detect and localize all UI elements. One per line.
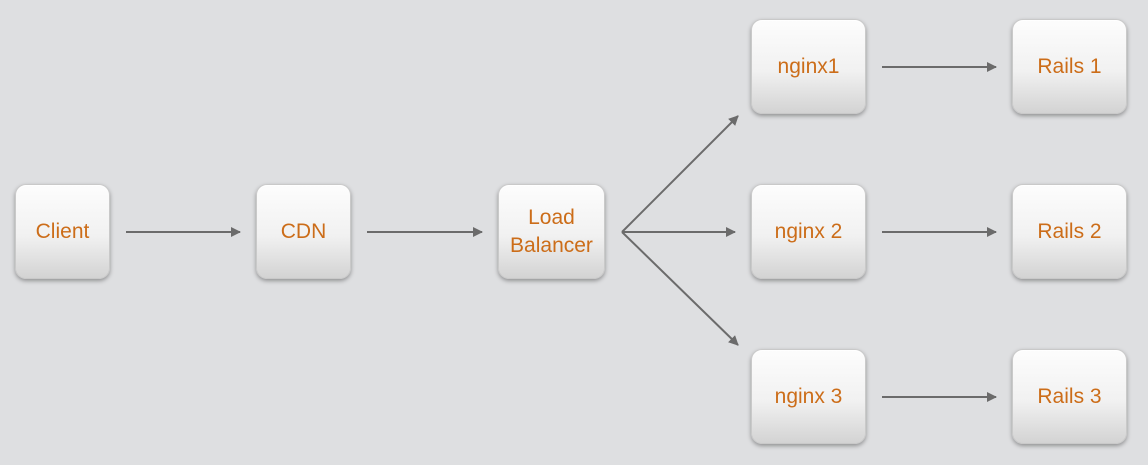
node-nginx1: nginx1 xyxy=(751,19,866,114)
node-load-balancer: Load Balancer xyxy=(498,184,605,279)
node-nginx3-label: nginx 3 xyxy=(774,384,843,408)
arrow-load-balancer-to-nginx1 xyxy=(621,115,739,233)
arrow-load-balancer-to-nginx3 xyxy=(621,231,739,346)
node-load-balancer-label: Load Balancer xyxy=(510,205,593,257)
node-client-label: Client xyxy=(35,219,90,243)
node-rails2: Rails 2 xyxy=(1012,184,1127,279)
node-client: Client xyxy=(15,184,110,279)
node-rails2-label: Rails 2 xyxy=(1037,219,1102,243)
node-cdn-label: CDN xyxy=(280,219,327,243)
node-cdn: CDN xyxy=(256,184,351,279)
node-nginx2-label: nginx 2 xyxy=(774,219,843,243)
node-nginx3: nginx 3 xyxy=(751,349,866,444)
node-nginx1-label: nginx1 xyxy=(777,54,840,78)
node-rails1: Rails 1 xyxy=(1012,19,1127,114)
node-nginx2: nginx 2 xyxy=(751,184,866,279)
node-rails3: Rails 3 xyxy=(1012,349,1127,444)
node-rails1-label: Rails 1 xyxy=(1037,54,1102,78)
node-rails3-label: Rails 3 xyxy=(1037,384,1102,408)
